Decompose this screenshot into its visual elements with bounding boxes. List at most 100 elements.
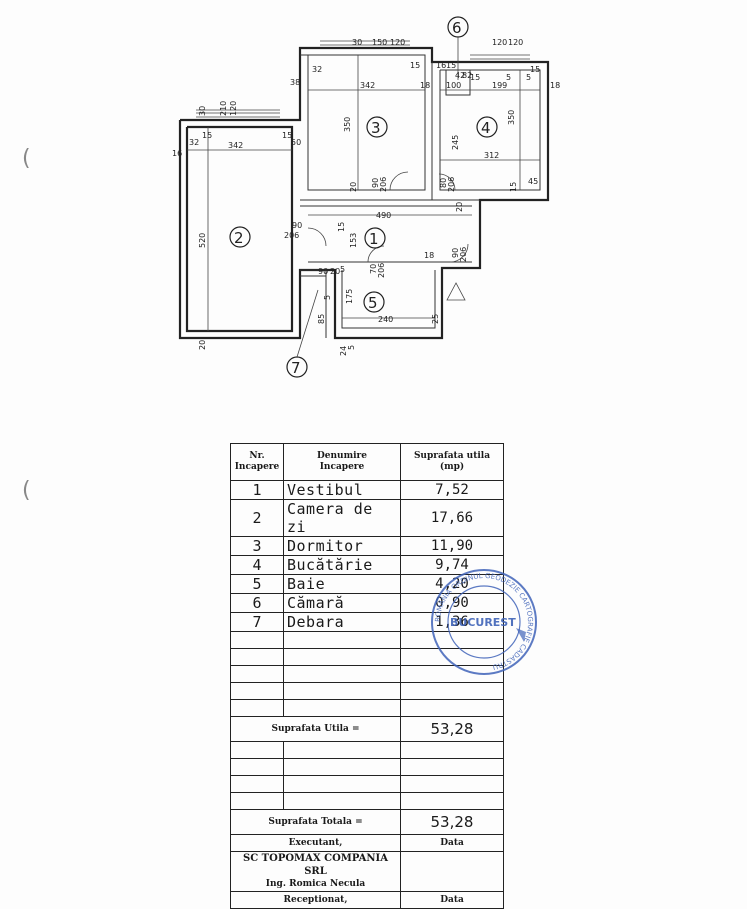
total-surface-value: 53,28 xyxy=(400,809,504,835)
svg-text:32: 32 xyxy=(189,138,199,147)
official-stamp: ROMANIA ORDINUL GEODEZIE CARTOGRAFIE CAD… xyxy=(431,569,537,675)
svg-text:490: 490 xyxy=(376,211,391,220)
empty-row xyxy=(230,699,504,717)
svg-text:210: 210 xyxy=(219,101,228,116)
company-name: SC TOPOMAX COMPANIA SRL xyxy=(243,853,388,877)
svg-text:240: 240 xyxy=(378,315,393,324)
svg-text:120: 120 xyxy=(390,38,405,47)
svg-text:175: 175 xyxy=(345,289,354,304)
header-name: Denumire Incapere xyxy=(283,443,401,481)
svg-text:20: 20 xyxy=(330,267,340,276)
svg-text:206: 206 xyxy=(284,231,299,240)
svg-text:90: 90 xyxy=(318,267,328,276)
svg-text:20: 20 xyxy=(198,340,207,350)
svg-text:85: 85 xyxy=(317,314,326,324)
svg-text:520: 520 xyxy=(198,233,207,248)
svg-text:150: 150 xyxy=(372,38,387,47)
stamp-center-text: BUCUREST xyxy=(450,616,516,629)
util-surface-row: Suprafata Utila = 53,28 xyxy=(230,716,504,742)
svg-text:32: 32 xyxy=(312,65,322,74)
svg-text:5: 5 xyxy=(323,295,332,300)
empty-row xyxy=(230,775,504,793)
receptionat-row: Receptionat, Data xyxy=(230,891,504,909)
executant-date-label: Data xyxy=(400,834,504,852)
outer-walls xyxy=(178,46,550,340)
table-header-row: Nr. Incapere Denumire Incapere Suprafata… xyxy=(230,443,504,481)
svg-text:342: 342 xyxy=(360,81,375,90)
executant-label: Executant, xyxy=(230,834,401,852)
svg-text:30: 30 xyxy=(352,38,362,47)
svg-text:50: 50 xyxy=(291,138,301,147)
svg-text:20: 20 xyxy=(455,202,464,212)
svg-text:350: 350 xyxy=(507,110,516,125)
dimension-labels: 30 150 120 15 16 15 120 120 342 18 15 38… xyxy=(172,38,560,356)
room-number-6: 6 xyxy=(452,19,462,37)
room-number-1: 1 xyxy=(369,230,379,248)
room-number-4: 4 xyxy=(481,119,491,137)
svg-text:18: 18 xyxy=(424,251,434,260)
svg-text:70: 70 xyxy=(369,264,378,274)
svg-text:5: 5 xyxy=(526,73,531,82)
room-number-3: 3 xyxy=(371,119,381,137)
svg-text:42: 42 xyxy=(455,71,465,80)
util-surface-value: 53,28 xyxy=(400,716,504,742)
svg-text:90: 90 xyxy=(371,178,380,188)
svg-text:245: 245 xyxy=(451,135,460,150)
svg-text:20: 20 xyxy=(349,182,358,192)
empty-row xyxy=(230,758,504,776)
room-labels: 3 4 2 1 5 6 7 xyxy=(229,16,498,378)
total-surface-row: Suprafata Totala = 53,28 xyxy=(230,809,504,835)
svg-text:5: 5 xyxy=(340,265,345,274)
header-area: Suprafata utila (mp) xyxy=(400,443,504,481)
svg-text:312: 312 xyxy=(484,151,499,160)
svg-text:199: 199 xyxy=(492,81,507,90)
svg-text:100: 100 xyxy=(446,81,461,90)
svg-text:38: 38 xyxy=(290,78,300,87)
punch-mark: ( xyxy=(22,146,31,171)
svg-text:206: 206 xyxy=(377,263,386,278)
svg-text:342: 342 xyxy=(228,141,243,150)
svg-text:15: 15 xyxy=(337,222,346,232)
svg-text:153: 153 xyxy=(349,233,358,248)
executant-row: Executant, Data xyxy=(230,834,504,852)
svg-text:18: 18 xyxy=(550,81,560,90)
util-surface-label: Suprafata Utila = xyxy=(230,716,401,742)
svg-text:30: 30 xyxy=(198,106,207,116)
svg-text:18: 18 xyxy=(420,81,430,90)
empty-row xyxy=(230,741,504,759)
svg-text:24: 24 xyxy=(339,346,348,356)
engineer-name: Ing. Romica Necula xyxy=(265,879,366,889)
receptionat-label: Receptionat, xyxy=(230,891,401,909)
empty-row xyxy=(230,682,504,700)
svg-text:206: 206 xyxy=(459,247,468,262)
svg-text:206: 206 xyxy=(447,177,456,192)
svg-text:350: 350 xyxy=(343,117,352,132)
company-row: SC TOPOMAX COMPANIA SRL Ing. Romica Necu… xyxy=(230,851,504,892)
receptionat-date-label: Data xyxy=(400,891,504,909)
svg-text:80: 80 xyxy=(439,178,448,188)
svg-text:206: 206 xyxy=(379,177,388,192)
svg-text:15: 15 xyxy=(446,61,456,70)
header-nr: Nr. Incapere xyxy=(230,443,284,481)
svg-text:5: 5 xyxy=(506,73,511,82)
svg-text:82: 82 xyxy=(462,71,472,80)
punch-mark: ( xyxy=(22,478,31,503)
surface-table: Nr. Incapere Denumire Incapere Suprafata… xyxy=(230,443,504,909)
svg-text:5: 5 xyxy=(347,345,356,350)
svg-text:120: 120 xyxy=(229,101,238,116)
empty-row xyxy=(230,792,504,810)
total-surface-label: Suprafata Totala = xyxy=(230,809,401,835)
inner-walls xyxy=(187,40,541,338)
room-number-5: 5 xyxy=(368,294,378,312)
svg-text:15: 15 xyxy=(202,131,212,140)
svg-text:90: 90 xyxy=(292,221,302,230)
room-number-2: 2 xyxy=(234,229,244,247)
svg-text:15: 15 xyxy=(470,73,480,82)
empty-row xyxy=(230,665,504,683)
